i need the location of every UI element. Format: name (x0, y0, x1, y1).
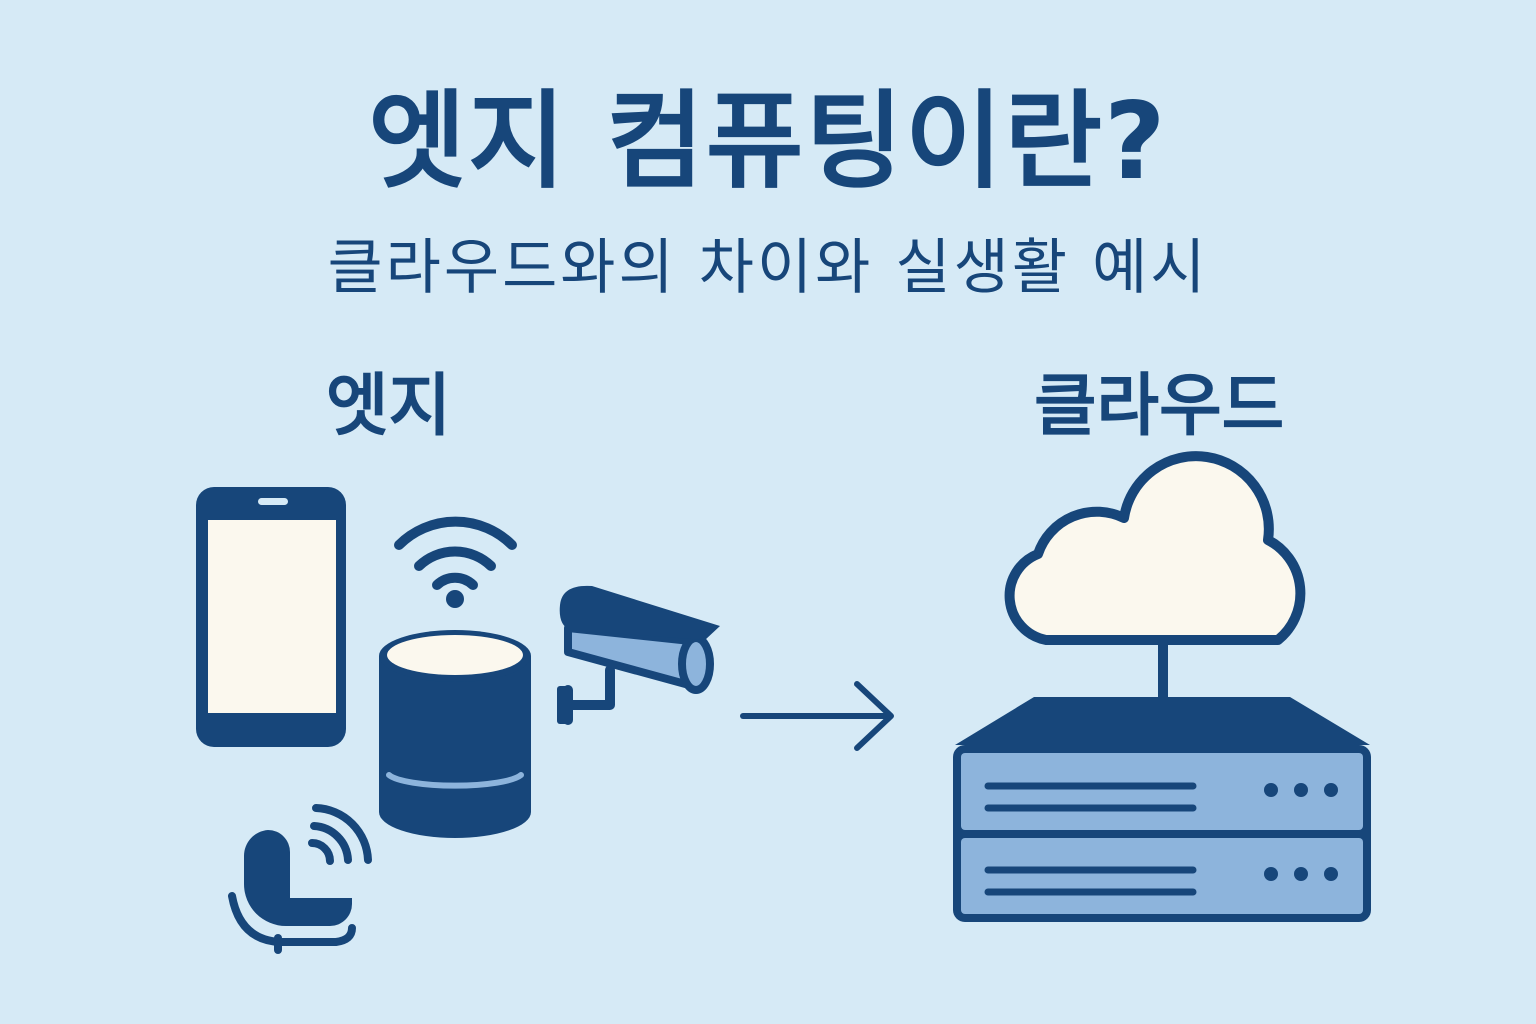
smart-speaker-icon (379, 630, 531, 838)
server-icon (953, 697, 1371, 922)
page-subtitle: 클라우드와의 차이와 실생활 예시 (327, 233, 1209, 303)
security-camera-icon (557, 585, 720, 725)
cloud-icon (1004, 451, 1306, 702)
page-title: 엣지 컴퓨팅이란? (368, 80, 1168, 203)
cloud-label: 클라우드 (1034, 367, 1285, 446)
arrow-right-icon (740, 681, 894, 751)
smart-device-icon (228, 804, 372, 954)
smartphone-icon (196, 487, 346, 747)
wifi-icon (394, 516, 517, 608)
edge-label: 엣지 (326, 367, 452, 446)
